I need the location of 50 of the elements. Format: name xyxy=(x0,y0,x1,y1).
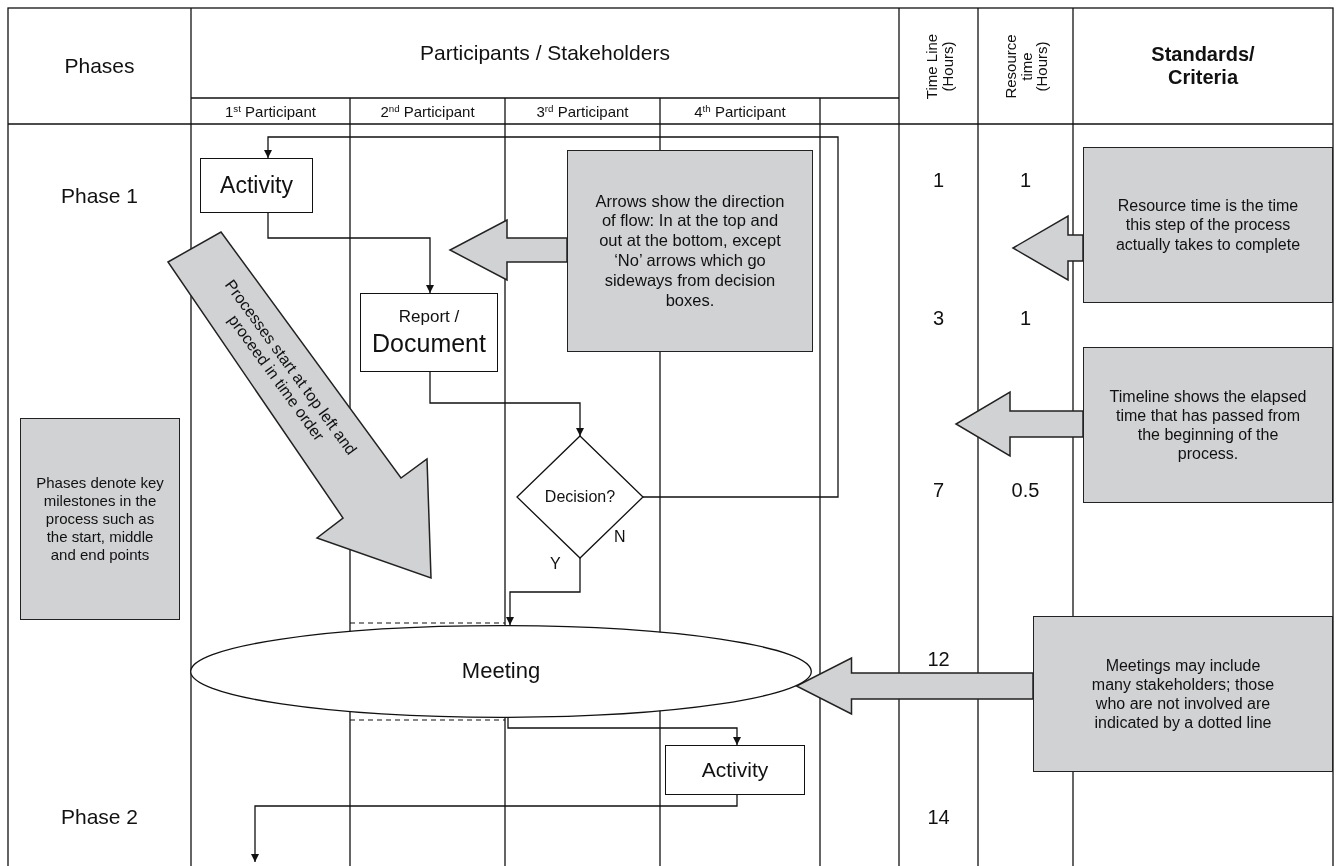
meeting-ellipse xyxy=(190,625,812,718)
decision-diamond xyxy=(517,436,643,558)
arrow xyxy=(251,794,738,863)
arrow xyxy=(429,371,584,437)
activity-box xyxy=(665,745,805,795)
node-label: Decision? xyxy=(544,487,616,507)
time-value: 1 xyxy=(1019,306,1032,330)
column-header: Participants / Stakeholders xyxy=(420,41,670,65)
time-value: 1 xyxy=(932,168,945,192)
arrow xyxy=(264,136,839,498)
node-label: Activity xyxy=(220,171,293,200)
time-value: 1 xyxy=(1019,168,1032,192)
box-subtitle: Report / xyxy=(398,307,460,328)
phase-label: Phase 2 xyxy=(60,805,139,829)
callout-box xyxy=(1083,347,1333,503)
callout-box xyxy=(20,418,180,620)
column-header: 2$^{nd}$ Participant xyxy=(380,102,475,120)
time-value: 14 xyxy=(927,805,950,829)
time-value: 3 xyxy=(932,306,945,330)
callout-box xyxy=(567,150,813,352)
node-label: Timeline shows the elapsed time that has passed from the beginning of the process. xyxy=(1108,386,1308,464)
callout-box xyxy=(1083,147,1333,303)
column-header: 4$^{th}$ Participant xyxy=(694,102,786,120)
arrow xyxy=(506,557,581,626)
time-value: 0.5 xyxy=(1011,478,1040,502)
arrow xyxy=(267,212,434,294)
arrow xyxy=(507,717,741,746)
document-box xyxy=(360,293,498,372)
time-value: 12 xyxy=(927,647,950,671)
node-label: Phases denote key milestones in the process such as the start, middle and end points xyxy=(35,474,165,564)
block-arrow xyxy=(1011,214,1084,282)
node-label: Arrows show the direction of flow: In at the top and out at the bottom, except ‘No’ arrows which go sideways from decision boxes. xyxy=(594,191,786,311)
time-value: 7 xyxy=(932,478,945,502)
node-label: Meetings may include many stakeholders; those who are not involved are indicated by a dotted line xyxy=(1090,655,1276,733)
node-label: Document xyxy=(372,327,486,358)
node-label: Activity xyxy=(701,757,769,783)
phase-label: Phase 1 xyxy=(60,184,139,208)
activity-box xyxy=(200,158,313,213)
column-header: 3$^{rd}$ Participant xyxy=(536,102,629,120)
column-header: Time Line (Hours) xyxy=(922,32,955,100)
block-arrow xyxy=(794,656,1034,716)
callout-box xyxy=(1033,616,1333,772)
column-header: 1$^{st}$ Participant xyxy=(225,102,316,120)
column-header: Standards/ Criteria xyxy=(1150,43,1256,89)
column-header: Phases xyxy=(64,54,135,78)
block-arrow xyxy=(448,218,568,282)
column-header: Resource time (Hours) xyxy=(1001,32,1050,100)
node-label: Resource time is the time this step of the process actually takes to complete xyxy=(1114,196,1302,254)
block-arrow xyxy=(954,390,1084,458)
node-label: Meeting xyxy=(461,658,541,685)
